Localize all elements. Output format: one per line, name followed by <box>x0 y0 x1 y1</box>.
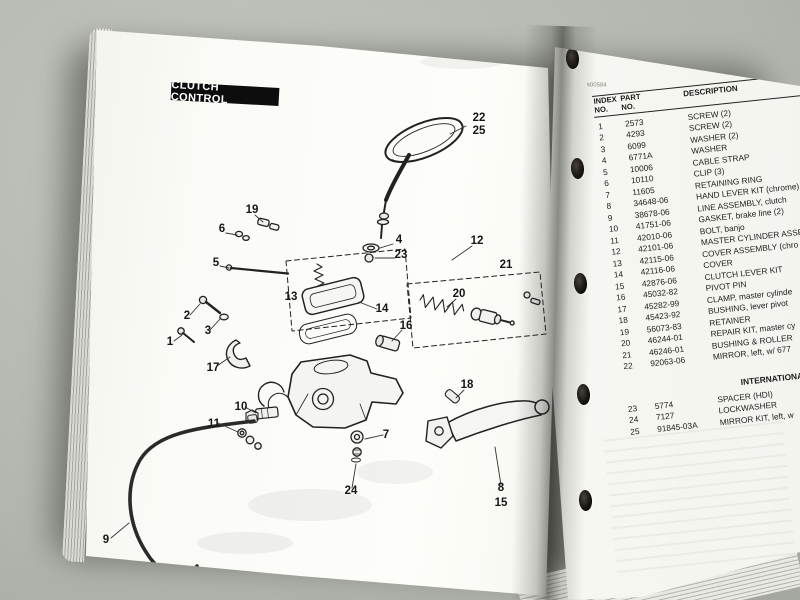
banjo-bolt <box>350 430 364 463</box>
header-index-line2: NO. <box>593 103 609 115</box>
callout-6: 6 <box>219 223 225 235</box>
callout-4: 4 <box>396 234 403 246</box>
binding-hole <box>575 383 591 405</box>
callout-14: 14 <box>376 303 389 315</box>
header-index-no: INDEX NO. <box>592 94 622 115</box>
cable-strap-parts <box>234 217 280 242</box>
piston <box>375 334 401 352</box>
callout-10: 10 <box>235 401 248 413</box>
clamp-bracket <box>225 339 251 369</box>
clutch-cable <box>128 419 256 580</box>
binding-hole <box>569 157 585 179</box>
callout-5: 5 <box>213 257 220 269</box>
cover-plate <box>301 276 365 316</box>
mirror <box>384 116 464 164</box>
callout-25: 25 <box>473 125 486 137</box>
diagram-title: CLUTCH CONTROL <box>170 79 280 106</box>
mirror-stem <box>376 153 411 239</box>
kit-small-washer <box>523 291 531 299</box>
callout-15: 15 <box>495 497 508 509</box>
cell-index-no: 25 <box>629 425 640 437</box>
hand-lever <box>425 399 550 449</box>
clip-pin <box>225 264 290 275</box>
callout-24: 24 <box>345 485 358 497</box>
pivot-pin <box>444 389 461 404</box>
cover-assembly-box <box>285 248 412 332</box>
binding-hole <box>572 272 588 294</box>
callout-8: 8 <box>498 482 505 494</box>
callout-18: 18 <box>461 379 474 391</box>
bleedthrough-ghosts-right <box>603 420 797 580</box>
cell-index-no: 22 <box>622 360 634 372</box>
binding-hole <box>564 47 580 69</box>
callout-3: 3 <box>205 325 211 337</box>
bleedthrough-ghosts <box>197 55 504 554</box>
callout-1: 1 <box>167 336 174 348</box>
callout-11: 11 <box>208 418 221 430</box>
callout-19: 19 <box>246 204 259 216</box>
figure-code: s00584 <box>586 82 607 89</box>
callout-21: 21 <box>500 259 513 271</box>
cover-gasket <box>298 313 358 345</box>
binding-hole <box>577 489 593 511</box>
master-cylinder-body <box>257 354 404 429</box>
callout-13: 13 <box>285 291 298 303</box>
callout-22: 22 <box>473 112 486 124</box>
plunger-spring <box>419 294 515 326</box>
callout-7: 7 <box>383 429 389 441</box>
leader-lines <box>110 125 502 539</box>
callout-9: 9 <box>103 534 109 546</box>
clamp-screws <box>177 295 229 343</box>
callout-12: 12 <box>471 235 484 247</box>
callout-17: 17 <box>207 362 220 374</box>
callout-20: 20 <box>453 288 466 300</box>
callout-16: 16 <box>400 320 413 332</box>
kit-small-pin <box>530 297 541 306</box>
callout-2: 2 <box>184 310 190 322</box>
cable-adjuster <box>237 406 279 450</box>
header-part-no: PART NO. <box>620 88 684 112</box>
international-section-title: INTERNATIONAL C <box>740 369 800 387</box>
callout-23: 23 <box>395 249 408 261</box>
mirror-washers <box>362 243 380 263</box>
